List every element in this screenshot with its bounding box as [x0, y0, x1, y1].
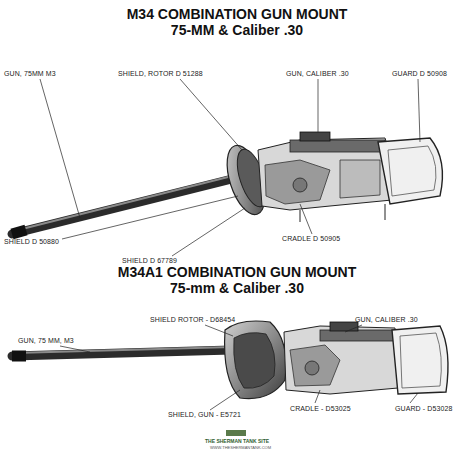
diagram-title: M34 COMBINATION GUN MOUNT 75-MM & Calibe… — [117, 6, 357, 38]
part-label: SHIELD, ROTOR D 51288 — [118, 70, 203, 78]
part-label: GUN, CALIBER .30 — [355, 316, 418, 324]
watermark: WWW.THESHERMANTANK.COM — [210, 445, 271, 450]
part-label: GUN, 75 MM, M3 — [18, 337, 74, 345]
part-label: SHIELD D 50880 — [4, 238, 59, 246]
part-label: SHIELD D 67789 — [122, 257, 177, 265]
logo-tank — [226, 430, 246, 436]
m34-mount — [12, 132, 442, 234]
part-label: GUARD - D53028 — [395, 405, 452, 413]
leader-lines — [40, 79, 420, 410]
part-label: CRADLE D 50905 — [282, 235, 340, 243]
m34a1-mount — [12, 321, 448, 399]
section-heading: M34A1 COMBINATION GUN MOUNT 75-mm & Cali… — [107, 264, 367, 296]
part-label: CRADLE - D53025 — [290, 405, 351, 413]
part-label: GUN, 75MM M3 — [4, 70, 56, 78]
part-label: SHIELD, GUN - E5721 — [168, 411, 241, 419]
part-label: GUN, CALIBER .30 — [286, 70, 349, 78]
watermark: THE SHERMAN TANK SITE — [205, 438, 269, 444]
part-label: GUARD D 50908 — [392, 70, 447, 78]
part-label: SHIELD ROTOR - D68454 — [150, 316, 235, 324]
